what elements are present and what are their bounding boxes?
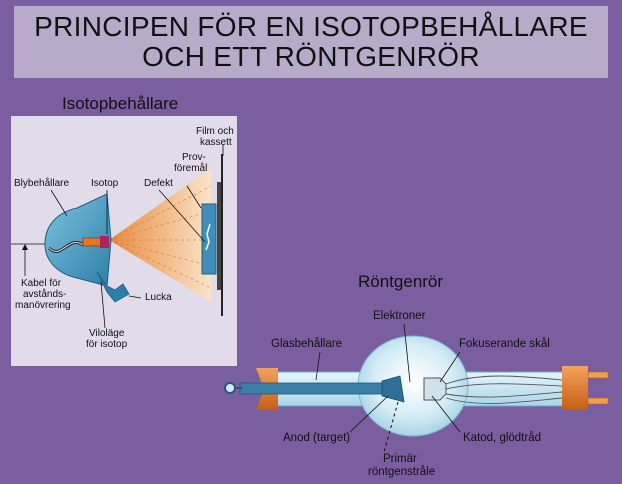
label-kabel-line3: manövrering: [15, 300, 71, 311]
label-elektroner: Elektroner: [373, 310, 426, 322]
primary-xray-beam: [383, 401, 399, 453]
left-end-cap: [256, 368, 278, 410]
label-film-line1: Film och: [196, 126, 234, 137]
film-cassette: [217, 182, 221, 290]
label-prov-line1: Prov-: [182, 152, 206, 163]
xray-heading: Röntgenrör: [358, 272, 444, 291]
lead-housing: [44, 193, 112, 287]
anode-rod: [239, 382, 383, 395]
label-lucka: Lucka: [145, 292, 172, 303]
label-prov-line2: föremål: [174, 163, 208, 174]
title-line-2: OCH ETT RÖNTGENRÖR: [142, 41, 480, 72]
anode-terminal: [224, 382, 236, 394]
isotope-heading: Isotopbehållare: [62, 94, 179, 113]
isotope-panel: Film och kassett Prov- föremål Blybehåll…: [11, 116, 237, 366]
label-glasbehallare: Glasbehållare: [271, 338, 342, 350]
label-kabel-line1: Kabel för: [21, 278, 62, 289]
label-film-line2: kassett: [200, 137, 232, 148]
radiation-cone: [109, 168, 211, 302]
cathode-pin-upper: [587, 371, 609, 379]
title-banner: PRINCIPEN FÖR EN ISOTOPBEHÅLLARE OCH ETT…: [14, 6, 608, 78]
label-katod: Katod, glödtråd: [463, 432, 542, 444]
defect-mark: [205, 223, 211, 251]
focusing-cup: [423, 377, 447, 401]
label-blybehallare: Blybehållare: [14, 178, 70, 189]
label-primar-line1: Primär: [383, 453, 417, 465]
isotope-capsule: [82, 237, 102, 247]
title-line-1: PRINCIPEN FÖR EN ISOTOPBEHÅLLARE: [34, 11, 588, 42]
isotope-source: [100, 236, 109, 248]
label-fokuserande: Fokuserande skål: [459, 338, 550, 350]
glass-bulb: [357, 335, 469, 437]
label-isotop: Isotop: [91, 178, 119, 189]
electron-beam: [408, 382, 422, 392]
label-anod: Anod (target): [283, 432, 351, 444]
filament-wires: [445, 375, 563, 404]
anode-target: [381, 375, 405, 403]
shutter: [96, 271, 130, 303]
isotope-container-diagram: [11, 144, 224, 329]
right-end-cap: [562, 366, 588, 410]
glass-tube: [271, 371, 575, 407]
label-kabel-line2: avstånds-: [23, 289, 67, 300]
cathode-pin-lower: [587, 397, 609, 405]
label-defekt: Defekt: [144, 178, 173, 189]
label-primar-line2: röntgenstråle: [368, 466, 436, 478]
label-vilo-line2: för isotop: [86, 339, 128, 350]
label-vilo-line1: Viloläge: [89, 328, 125, 339]
